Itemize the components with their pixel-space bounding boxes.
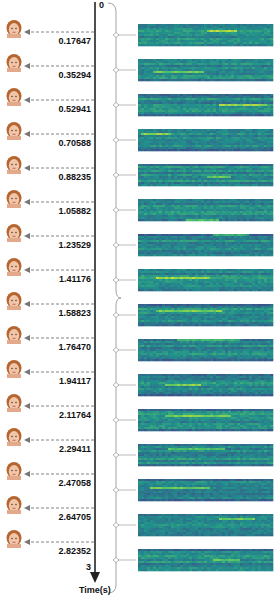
face-icon: [7, 20, 22, 38]
face-icon: [7, 530, 22, 548]
axis-end-label: 0: [99, 0, 104, 11]
dashed-arrow: [25, 304, 94, 305]
spectrogram: [138, 234, 273, 256]
dashed-arrow: [25, 508, 94, 509]
face-icon: [7, 360, 22, 378]
tick-diamond: [113, 138, 119, 143]
spectrogram: [138, 409, 273, 431]
time-stamp: 0.52941: [50, 104, 91, 115]
axis-title: Time(s): [79, 585, 111, 596]
time-stamp: 2.82352: [50, 546, 91, 557]
face-icon: [7, 190, 22, 208]
face-icon: [7, 122, 22, 140]
dashed-arrow: [25, 372, 94, 373]
tick-diamond: [113, 68, 119, 73]
spectrogram: [138, 24, 273, 46]
dashed-arrow: [25, 202, 94, 203]
tick-diamond: [113, 103, 119, 108]
dashed-arrow: [25, 338, 94, 339]
time-stamp: 1.76470: [50, 342, 91, 353]
spectrogram: [138, 129, 273, 151]
face-icon: [7, 326, 22, 344]
dashed-arrow: [25, 32, 94, 33]
time-stamp: 0.88235: [50, 172, 91, 183]
tick-diamond: [113, 313, 119, 318]
spectrogram: [138, 164, 273, 186]
face-icon: [7, 462, 22, 480]
face-icon: [7, 54, 22, 72]
spectrogram: [138, 479, 273, 501]
tick-diamond: [113, 348, 119, 353]
tick-diamond: [113, 383, 119, 388]
time-stamp: 1.05882: [50, 206, 91, 217]
face-icon: [7, 88, 22, 106]
dashed-arrow: [25, 474, 94, 475]
tick-diamond: [113, 488, 119, 493]
bracket: [108, 3, 121, 593]
dashed-arrow: [25, 66, 94, 67]
face-icon: [7, 156, 22, 174]
spectrogram: [138, 514, 273, 536]
tick-diamond: [113, 243, 119, 248]
tick-diamond: [113, 278, 119, 283]
spectrogram: [138, 94, 273, 116]
dashed-arrow: [25, 440, 94, 441]
face-icon: [7, 496, 22, 514]
dashed-arrow: [25, 236, 94, 237]
time-stamp: 2.47058: [50, 478, 91, 489]
time-stamp: 0.70588: [50, 138, 91, 149]
spectrogram: [138, 339, 273, 361]
time-stamp: 1.58823: [50, 308, 91, 319]
dashed-arrow: [25, 168, 94, 169]
face-icon: [7, 224, 22, 242]
tick-diamond: [113, 558, 119, 563]
dashed-arrow: [25, 406, 94, 407]
face-icon: [7, 394, 22, 412]
spectrogram: [138, 199, 273, 221]
tick-diamond: [113, 33, 119, 38]
face-icon: [7, 428, 22, 446]
dashed-arrow: [25, 542, 94, 543]
dashed-arrow: [25, 270, 94, 271]
face-icon: [7, 258, 22, 276]
time-stamp: 0.35294: [50, 70, 91, 81]
time-stamp: 1.23529: [50, 240, 91, 251]
axis-end-label: 3: [70, 562, 91, 573]
spectrogram: [138, 549, 273, 571]
time-stamp: 0.17647: [50, 36, 91, 47]
time-stamp: 1.94117: [50, 376, 91, 387]
tick-diamond: [113, 523, 119, 528]
spectrogram: [138, 59, 273, 81]
dashed-arrow: [25, 134, 94, 135]
dashed-arrow: [25, 100, 94, 101]
time-stamp: 2.11764: [50, 410, 91, 421]
tick-diamond: [113, 208, 119, 213]
time-stamp: 2.29411: [50, 444, 91, 455]
time-stamp: 2.64705: [50, 512, 91, 523]
spectrogram: [138, 374, 273, 396]
face-icon: [7, 292, 22, 310]
axis-arrowhead: [90, 572, 100, 583]
tick-diamond: [113, 173, 119, 178]
tick-diamond: [113, 418, 119, 423]
time-stamp: 1.41176: [50, 274, 91, 285]
spectrogram: [138, 269, 273, 291]
tick-diamond: [113, 453, 119, 458]
spectrogram: [138, 444, 273, 466]
time-axis: [94, 2, 96, 574]
spectrogram: [138, 304, 273, 326]
